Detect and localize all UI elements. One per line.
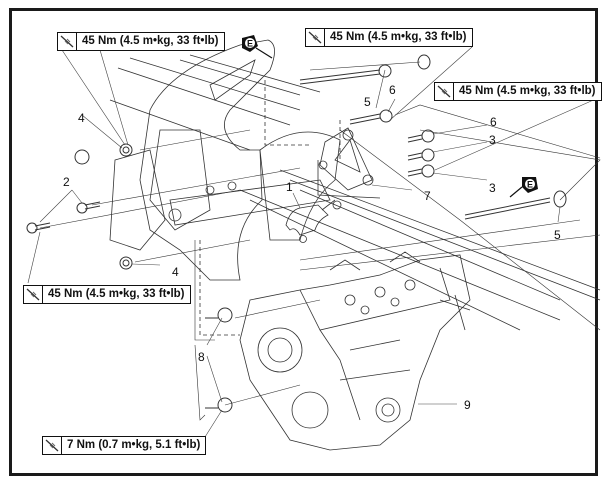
frame-casting <box>109 39 341 281</box>
torque-spec-box: 45 Nm (4.5 m•kg, 33 ft•lb) <box>305 28 473 47</box>
callout-label: 3 <box>489 181 496 195</box>
callout-label: 8 <box>198 350 205 364</box>
torque-spec-box: 7 Nm (0.7 m•kg, 5.1 ft•lb) <box>42 436 207 455</box>
torque-wrench-icon <box>435 83 454 100</box>
callout-label: 7 <box>424 189 431 203</box>
torque-spec-box: 45 Nm (4.5 m•kg, 33 ft•lb) <box>23 285 191 304</box>
torque-spec-text: 45 Nm (4.5 m•kg, 33 ft•lb) <box>82 35 219 47</box>
torque-spec-box: 45 Nm (4.5 m•kg, 33 ft•lb) <box>57 32 225 51</box>
torque-wrench-icon <box>24 286 43 303</box>
leader-lines <box>27 46 599 438</box>
callout-label: 5 <box>364 95 371 109</box>
callout-label: 2 <box>63 175 70 189</box>
torque-spec-text: 45 Nm (4.5 m•kg, 33 ft•lb) <box>330 31 467 43</box>
svg-text:E: E <box>527 180 533 190</box>
engine-oil-icon: E <box>240 34 274 69</box>
callout-label: 4 <box>172 265 179 279</box>
engine-block <box>239 251 471 451</box>
callout-label: 6 <box>389 83 396 97</box>
short-bolts <box>349 109 435 178</box>
torque-spec-text: 45 Nm (4.5 m•kg, 33 ft•lb) <box>459 85 596 97</box>
engine-oil-icon: E <box>508 175 542 210</box>
callout-label: 5 <box>554 228 561 242</box>
bracket-part-1 <box>285 199 342 243</box>
callout-label: 1 <box>286 180 293 194</box>
left-fasteners <box>26 143 233 413</box>
callout-label: 9 <box>464 398 471 412</box>
callout-label: 3 <box>489 133 496 147</box>
torque-wrench-icon <box>58 33 77 50</box>
dashed-guides <box>199 80 341 336</box>
callout-label: 6 <box>490 115 497 129</box>
callout-label: 4 <box>78 111 85 125</box>
torque-wrench-icon <box>306 29 325 46</box>
guide-lines <box>39 61 601 421</box>
through-bolts <box>299 54 567 220</box>
torque-wrench-icon <box>43 437 62 454</box>
torque-spec-box: 45 Nm (4.5 m•kg, 33 ft•lb) <box>434 82 602 101</box>
torque-spec-text: 7 Nm (0.7 m•kg, 5.1 ft•lb) <box>67 439 201 451</box>
engine-mount-bracket <box>317 127 381 199</box>
svg-text:E: E <box>247 39 253 49</box>
torque-spec-text: 45 Nm (4.5 m•kg, 33 ft•lb) <box>48 288 185 300</box>
